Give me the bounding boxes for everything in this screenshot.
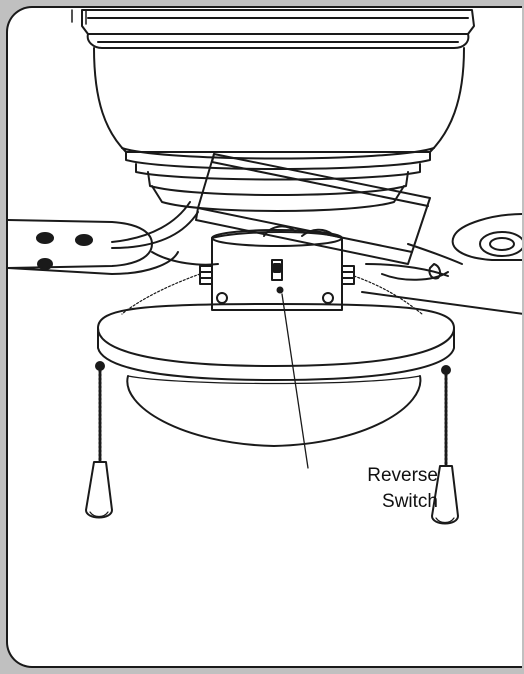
- motor-housing: [71, 9, 475, 212]
- left-fan-blade: [8, 201, 219, 275]
- switch-cup: [199, 225, 355, 311]
- light-kit-ring: [97, 303, 455, 381]
- callout-leader-line: [281, 293, 309, 469]
- diagram-panel: Reverse Switch: [6, 6, 522, 668]
- reverse-switch-callout: Reverse Switch: [308, 463, 438, 515]
- right-fan-blade: [361, 213, 522, 315]
- pull-chain-left: [85, 361, 113, 519]
- ceiling-fan-illustration: [8, 9, 522, 525]
- glass-bowl: [126, 375, 422, 447]
- callout-line-1: Reverse: [367, 465, 438, 486]
- callout-line-2: Switch: [382, 491, 438, 512]
- pull-chain-right: [431, 365, 459, 525]
- switch-housing-box: [195, 153, 431, 265]
